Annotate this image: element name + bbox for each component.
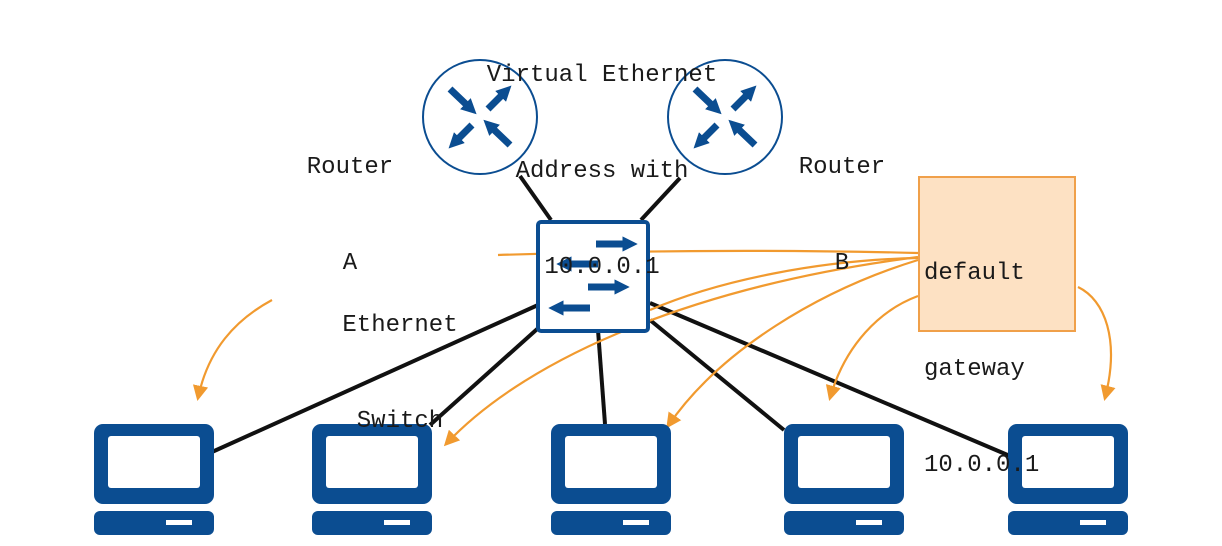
link-switch-computer-1 [211,303,539,454]
virtual-address-line: 10.0.0.1 [544,254,660,281]
gateway-arrows [192,249,1116,447]
link-switch-computer-2 [428,320,547,427]
virtual-address-line: Virtual Ethernet [486,62,718,89]
network-links [211,174,1011,458]
computer-icon [312,424,432,535]
switch-label: Ethernet Switch [325,246,475,470]
arrow-to-computer-5 [1077,286,1116,401]
arrow-gateway-to-switch [649,256,919,312]
gateway-line: gateway [924,356,1025,383]
router-b-icon [667,59,783,175]
computer-icon [94,424,214,535]
link-router-a-switch [518,174,553,222]
virtual-address-label: Virtual Ethernet Address with 10.0.0.1 [462,0,742,316]
switch-icon [536,220,650,333]
default-gateway-label: default gateway 10.0.0.1 [920,178,1074,546]
link-switch-computer-4 [648,318,786,432]
default-gateway-box: default gateway 10.0.0.1 [918,176,1076,479]
gateway-line: default [924,260,1025,287]
computer-icon [1008,424,1128,535]
computers [94,424,1128,535]
virtual-address-line: Address with [515,158,689,185]
switch-line: Ethernet [342,312,458,339]
gateway-line: 10.0.0.1 [924,452,1040,479]
link-router-b-switch [639,176,682,222]
link-switch-computer-3 [596,329,607,425]
router-a-label: Router A [295,88,405,312]
arrow-to-computer-1 [192,299,273,402]
router-b-label: Router B [787,88,897,312]
router-a-icon [422,59,538,175]
arrow-to-computer-4 [825,294,919,401]
router-a-line: A [342,250,358,277]
router-b-line: Router [798,154,886,181]
computer-icon [784,424,904,535]
router-b-line: B [834,250,850,277]
router-a-line: Router [306,154,394,181]
arrow-to-computer-3 [666,258,919,429]
computer-icon [551,424,671,535]
link-switch-computer-5 [649,301,1011,458]
switch-line: Switch [356,408,444,435]
